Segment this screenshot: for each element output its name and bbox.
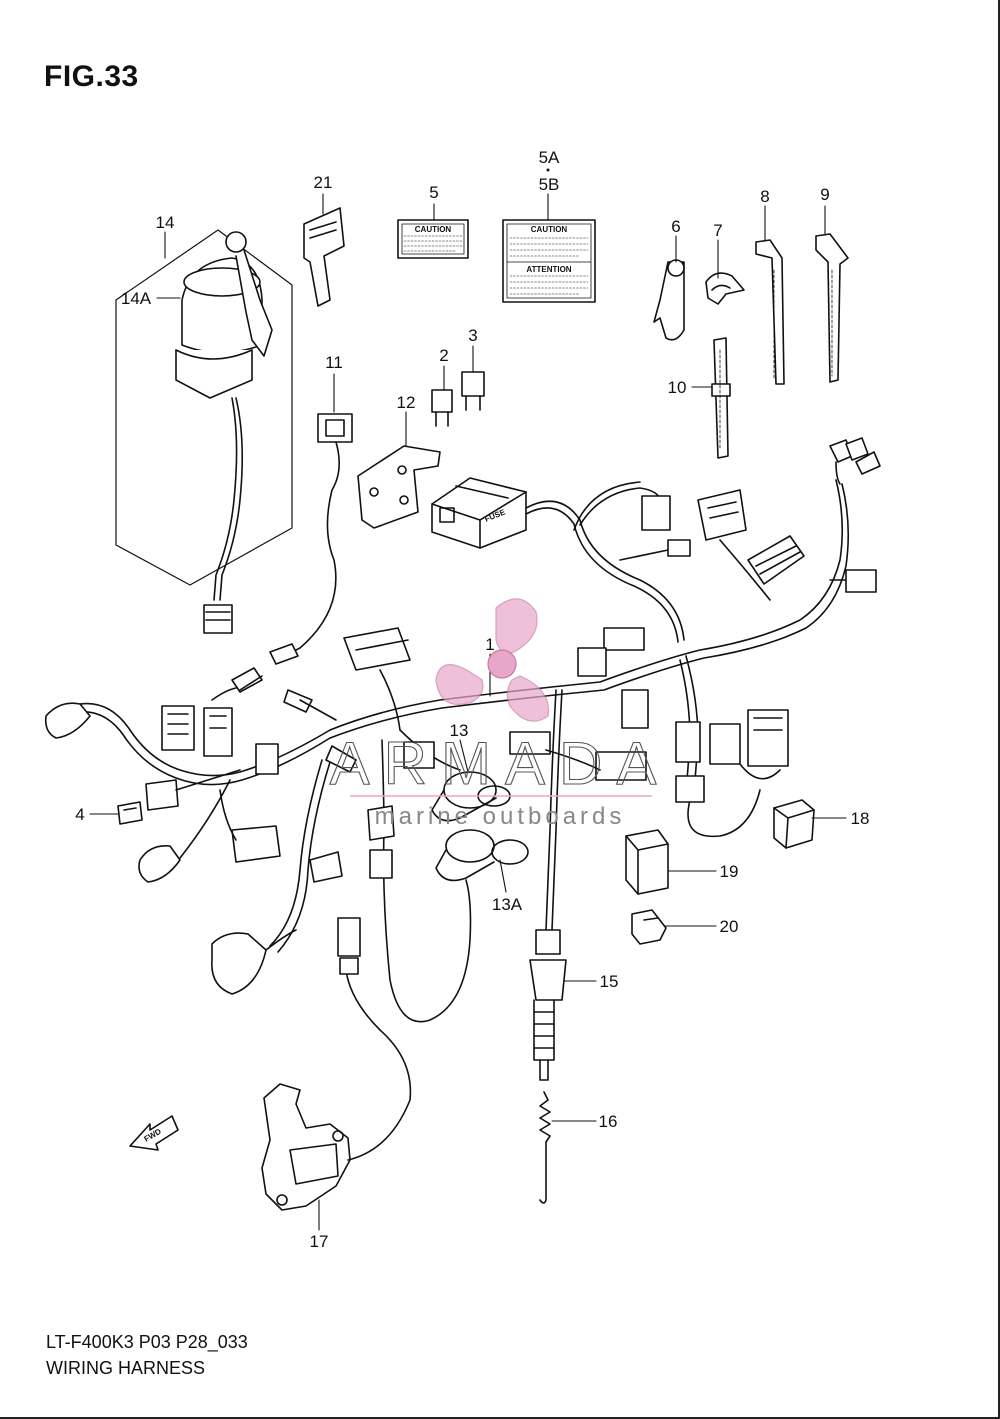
watermark: ARMADA marine outboards [329, 598, 671, 830]
callout-3: 3 [468, 326, 477, 345]
right-connector-bundle [697, 437, 881, 601]
tie-band-10 [711, 337, 731, 459]
bracket-12 [357, 445, 441, 529]
callout-13: 13 [450, 721, 469, 740]
callout-13a: 13A [492, 895, 523, 914]
callout-1: 1 [485, 635, 494, 654]
callout-15: 15 [600, 972, 619, 991]
fwd-arrow-icon [129, 1115, 179, 1151]
clip-7 [705, 272, 745, 305]
spare-key [303, 207, 345, 307]
callout-21: 21 [314, 173, 333, 192]
fuse-3 [461, 371, 485, 411]
callout-8: 8 [760, 187, 769, 206]
clamp-6 [653, 259, 685, 341]
caution-label-text-5ab: CAUTION [531, 225, 568, 234]
callout-14a: 14A [121, 289, 152, 308]
connector-4 [117, 801, 143, 825]
callout-20: 20 [720, 917, 739, 936]
caution-label-text: CAUTION [415, 225, 452, 234]
callout-18: 18 [851, 809, 870, 828]
sensor-13 [403, 741, 511, 822]
propeller-logo [435, 598, 550, 722]
attention-label-text: ATTENTION [526, 265, 571, 274]
watermark-brand: ARMADA [330, 730, 671, 797]
cover-19 [625, 829, 669, 895]
sensor-15 [529, 929, 567, 1081]
callout-5: 5 [429, 183, 438, 202]
leader-lines [89, 193, 847, 1231]
connector-11 [275, 413, 353, 661]
model-code: LT-F400K3 P03 P28_033 [46, 1332, 248, 1352]
callout-9: 9 [820, 185, 829, 204]
callout-11: 11 [325, 353, 343, 372]
callout-5a: 5A [539, 148, 560, 167]
caution-attention-label-5ab [502, 219, 596, 303]
callout-14: 14 [156, 213, 175, 232]
callout-12: 12 [397, 393, 416, 412]
figure-title: FIG.33 [44, 60, 139, 93]
left-connector-cluster [44, 627, 411, 995]
bracket-20 [631, 909, 667, 945]
caution-label-5 [397, 219, 469, 259]
relay-18 [773, 799, 815, 849]
fuse-box [431, 477, 527, 549]
callout-2: 2 [439, 346, 448, 365]
tie-band-8 [755, 239, 785, 385]
right-lower-connectors [675, 709, 789, 803]
callout-17: 17 [310, 1232, 329, 1251]
callout-16: 16 [599, 1112, 618, 1131]
watermark-tagline: marine outboards [375, 803, 626, 830]
switch-17 [261, 917, 412, 1211]
callout-7: 7 [713, 221, 722, 240]
spring-16 [539, 1091, 551, 1204]
callout-10: 10 [668, 378, 687, 397]
callout-5b: 5B [539, 175, 560, 194]
group-box-14 [115, 229, 293, 586]
ignition-key [235, 249, 273, 357]
fuse-2 [431, 389, 453, 427]
callout-6: 6 [671, 217, 680, 236]
figure-name: WIRING HARNESS [46, 1358, 206, 1378]
tie-band-9 [815, 233, 849, 383]
sensor-13a [369, 829, 529, 882]
ignition-switch-group [115, 229, 293, 634]
callout-4: 4 [75, 805, 84, 824]
callouts: 14 14A 21 5 5A 5B 6 7 8 9 10 11 12 2 3 1… [75, 148, 869, 1251]
callout-19: 19 [720, 862, 739, 881]
